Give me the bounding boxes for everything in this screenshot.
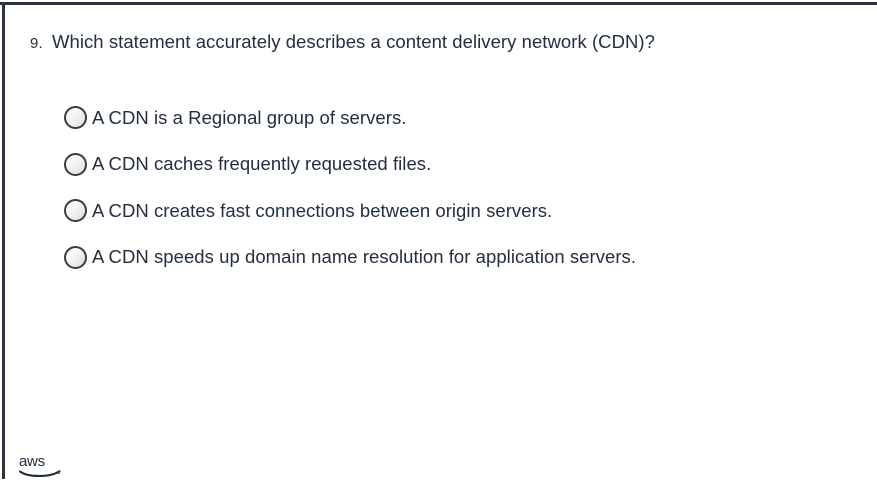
aws-logo: aws bbox=[18, 452, 66, 478]
question-block: 9. Which statement accurately describes … bbox=[30, 30, 830, 54]
radio-button-icon[interactable] bbox=[64, 106, 87, 129]
radio-button-icon[interactable] bbox=[64, 199, 87, 222]
answer-option-1[interactable]: A CDN is a Regional group of servers. bbox=[64, 103, 844, 132]
answer-option-4[interactable]: A CDN speeds up domain name resolution f… bbox=[64, 243, 844, 272]
answer-option-label: A CDN speeds up domain name resolution f… bbox=[92, 246, 637, 268]
radio-button-icon[interactable] bbox=[64, 245, 87, 269]
svg-text:aws: aws bbox=[19, 453, 45, 470]
radio-button-icon[interactable] bbox=[64, 152, 87, 176]
question-number: 9. bbox=[30, 35, 43, 52]
answer-option-label: A CDN caches frequently requested files. bbox=[92, 153, 432, 175]
question-text: Which statement accurately describes a c… bbox=[52, 31, 655, 52]
top-border-rule bbox=[0, 2, 877, 5]
answer-option-3[interactable]: A CDN creates fast connections between o… bbox=[64, 196, 844, 225]
answer-option-2[interactable]: A CDN caches frequently requested files. bbox=[64, 150, 844, 179]
left-border-rule bbox=[2, 2, 5, 479]
answer-options-list: A CDN is a Regional group of servers. A … bbox=[64, 103, 844, 289]
answer-option-label: A CDN is a Regional group of servers. bbox=[92, 106, 407, 128]
answer-option-label: A CDN creates fast connections between o… bbox=[92, 199, 553, 221]
